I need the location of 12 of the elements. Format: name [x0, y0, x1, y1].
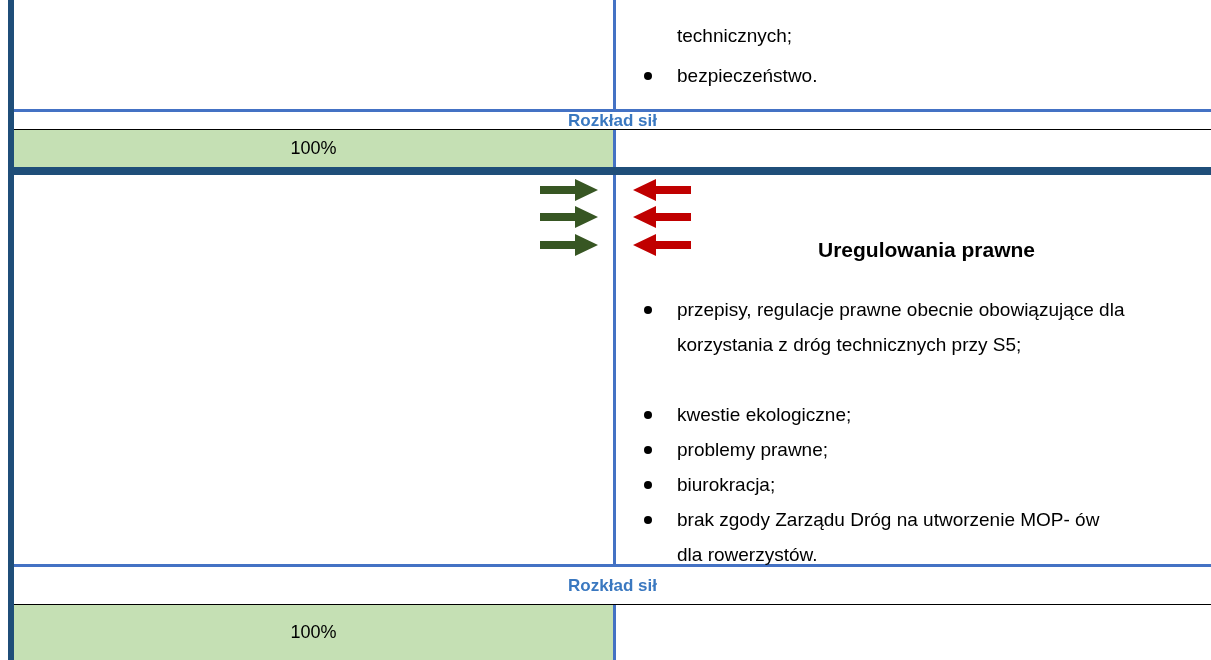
- bullet-item: brak zgody Zarządu Dróg na utworzenie MOP- ów dla rowerzystów.: [677, 508, 1101, 567]
- force-title: Uregulowania prawne: [818, 238, 1036, 262]
- percentage-bar: 100%: [14, 130, 613, 167]
- bullet-item: przepisy, regulacje prawne obecnie obowiązujące dla korzystania z dróg technicznych przy S5;: [677, 298, 1126, 357]
- percentage-bar: 100%: [14, 605, 613, 660]
- bullet-item: bezpieczeństwo.: [677, 64, 819, 88]
- bullet-item-text: technicznych;: [677, 24, 794, 48]
- bullet-item: problemy prawne;: [677, 438, 830, 462]
- bullet-item: kwestie ekologiczne;: [677, 403, 853, 427]
- section-heading: Rozkład sił: [567, 112, 658, 129]
- bullet-item: biurokracja;: [677, 473, 777, 497]
- section-heading: Rozkład sił: [567, 575, 658, 597]
